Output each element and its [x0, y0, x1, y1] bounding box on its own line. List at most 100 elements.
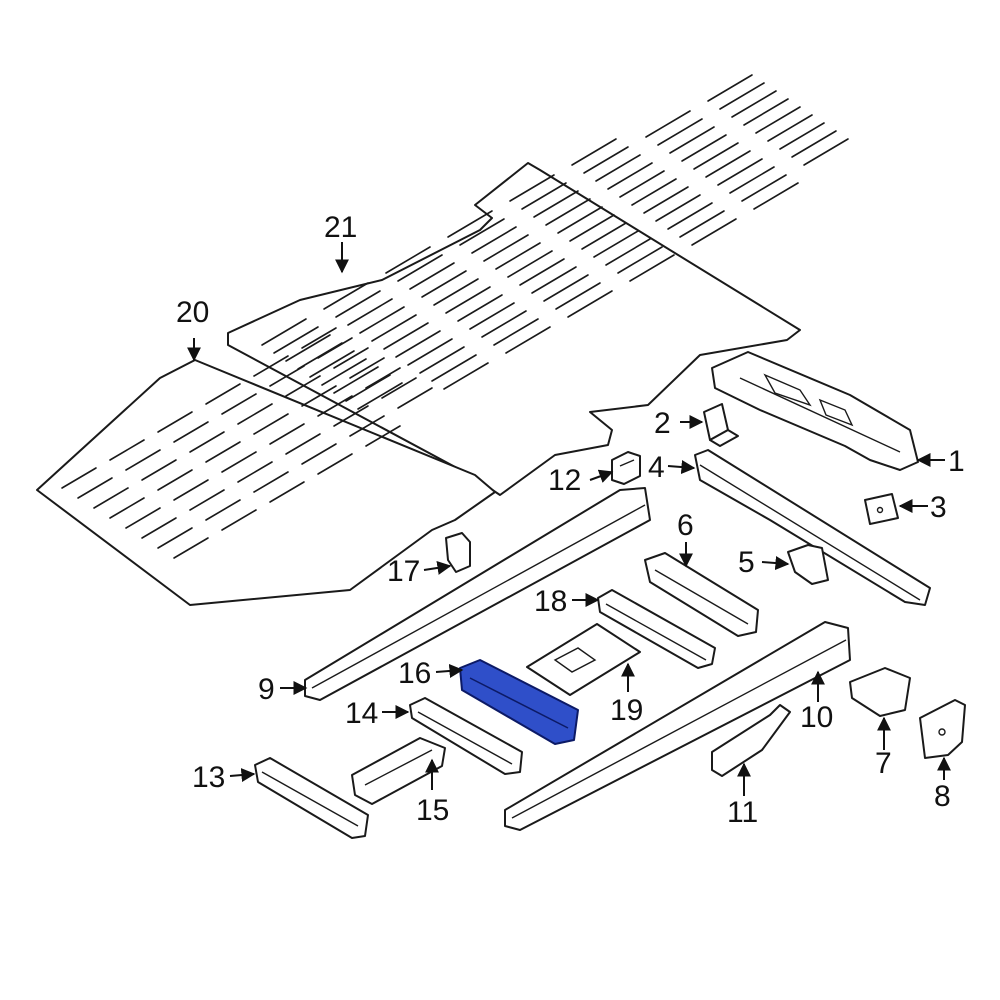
floor-rib: [409, 262, 455, 290]
floor-rib: [419, 346, 465, 374]
callout-17: 17: [387, 555, 420, 588]
floor-rib: [221, 393, 257, 415]
floor-rib: [333, 405, 369, 427]
part-11-bracket[interactable]: [711, 704, 791, 777]
callout-20: 20: [176, 296, 209, 329]
floor-rib: [173, 479, 209, 501]
floor-rib: [705, 150, 751, 178]
floor-rib: [141, 459, 177, 481]
floor-rib: [77, 477, 113, 499]
floor-rib: [557, 206, 603, 234]
part-15-bracket[interactable]: [351, 737, 446, 805]
floor-rib: [421, 270, 467, 298]
floor-rib: [301, 443, 337, 465]
floor-rib: [495, 242, 541, 270]
floor-rib: [743, 98, 789, 126]
floor-rib: [141, 517, 177, 539]
part-4-side-rail[interactable]: [694, 449, 931, 606]
floor-rib: [173, 421, 209, 443]
floor-rib: [189, 489, 225, 511]
floor-rib: [125, 507, 161, 529]
floor-rib: [317, 337, 353, 359]
floor-rib: [395, 330, 441, 358]
floor-rib: [593, 230, 639, 258]
callout-8: 8: [934, 780, 951, 813]
floor-rib: [605, 238, 651, 266]
floor-rib: [431, 354, 477, 382]
floor-rib: [323, 282, 369, 310]
floor-rib: [397, 387, 433, 409]
floor-rib: [221, 509, 257, 531]
part-12-block[interactable]: [611, 451, 641, 485]
callout-7: 7: [875, 747, 892, 780]
callout-10: 10: [800, 701, 833, 734]
callout-18: 18: [534, 585, 567, 618]
floor-ribs: [61, 327, 433, 559]
floor-rib: [237, 461, 273, 483]
floor-rib: [753, 182, 799, 210]
floor-rib: [631, 178, 677, 206]
floor-rib: [371, 314, 417, 342]
part-8-plate[interactable]: [919, 699, 966, 759]
part-20-floor-panel[interactable]: [36, 327, 496, 606]
floor-rib: [667, 202, 713, 230]
callout-6: 6: [677, 509, 694, 542]
part-13-cross-member[interactable]: [254, 757, 369, 839]
floor-rib: [205, 441, 241, 463]
floor-rib: [433, 278, 479, 306]
floor-rib: [349, 357, 385, 379]
floor-rib: [531, 266, 577, 294]
floor-rib: [607, 162, 653, 190]
floor-rib: [357, 382, 403, 410]
callout-5: 5: [738, 546, 755, 579]
floor-rib: [407, 338, 453, 366]
part-3-bracket[interactable]: [864, 493, 899, 525]
part-2-bracket[interactable]: [703, 403, 739, 447]
callout-15: 15: [416, 794, 449, 827]
floor-rib: [545, 198, 591, 226]
floor-rib: [221, 451, 257, 473]
floor-rib: [481, 310, 527, 338]
part-18-cross-member[interactable]: [597, 589, 716, 669]
floor-rib: [581, 222, 627, 250]
floor-rib: [253, 355, 289, 377]
floor-rib: [285, 375, 321, 397]
part-17-bracket[interactable]: [445, 532, 471, 573]
part-5-gusset[interactable]: [787, 544, 829, 585]
floor-rib: [317, 395, 353, 417]
floor-rib: [317, 453, 353, 475]
part-10-side-rail[interactable]: [504, 621, 851, 831]
floor-rib: [569, 214, 615, 242]
floor-rib: [349, 415, 385, 437]
part-1-cross-member[interactable]: [711, 351, 919, 471]
part-6-cross-member[interactable]: [644, 552, 759, 637]
floor-rib: [657, 118, 703, 146]
floor-rib: [397, 254, 443, 282]
floor-rib: [333, 366, 379, 394]
floor-rib: [595, 154, 641, 182]
callout-1: 1: [948, 445, 965, 478]
floor-rib: [285, 433, 321, 455]
floor-ribs: [261, 74, 849, 410]
floor-rib: [445, 286, 491, 314]
floor-rib: [767, 114, 813, 142]
floor-rib: [741, 174, 787, 202]
part-14-cross-member[interactable]: [409, 697, 523, 775]
floor-rib: [205, 383, 241, 405]
floor-rib: [93, 487, 129, 509]
part-9-side-rail[interactable]: [304, 487, 651, 701]
floor-rib: [619, 170, 665, 198]
callout-19: 19: [610, 694, 643, 727]
floor-rib: [691, 218, 737, 246]
floor-rib: [61, 467, 97, 489]
floor-rib: [345, 374, 391, 402]
part-21-floor-panel[interactable]: [227, 74, 849, 496]
floor-rib: [717, 158, 763, 186]
part-19-plate[interactable]: [526, 623, 641, 696]
callout-11: 11: [727, 796, 758, 829]
floor-rib: [543, 274, 589, 302]
floor-rib: [237, 403, 273, 425]
part-7-bracket[interactable]: [849, 667, 911, 717]
part-16-cross-member[interactable]: [459, 659, 579, 745]
